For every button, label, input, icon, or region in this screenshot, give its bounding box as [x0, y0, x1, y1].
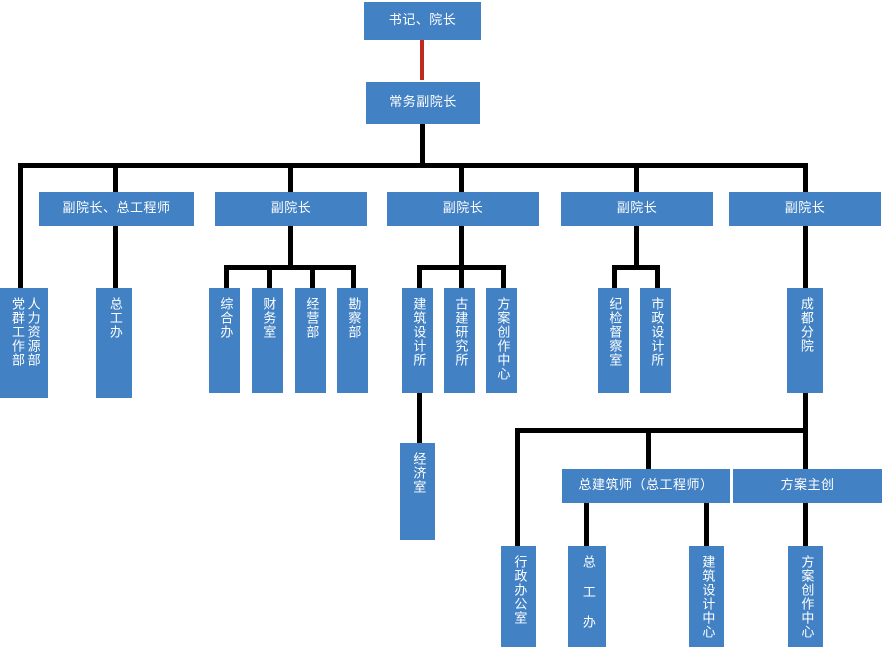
node-vp-chief-engineer[interactable]: 副院长、总工程师: [39, 192, 194, 226]
connector-vp2-to-operations: [310, 265, 315, 290]
connector-chengdu-bus: [515, 428, 808, 433]
node-vp-3-label: 副院长: [442, 201, 484, 217]
node-vp-4[interactable]: 副院长: [561, 192, 713, 226]
connector-chengdu-drop: [803, 390, 808, 431]
node-vp-4-label: 副院长: [616, 201, 658, 217]
node-scheme-creation-center-b[interactable]: 方案创作中心: [788, 546, 823, 647]
connector-deputy-drop: [420, 124, 425, 166]
node-chief-architect-label: 总建筑师（总工程师）: [578, 478, 714, 494]
connector-vp3-to-heritage-institute: [459, 265, 464, 290]
node-survey-department-label: 勘察部: [345, 297, 361, 339]
node-executive-vice-president[interactable]: 常务副院长: [366, 82, 480, 124]
connector-vp4-to-municipal-institute: [655, 265, 660, 290]
connector-vp2-bus: [224, 265, 356, 270]
connector-bus-to-hr: [18, 163, 23, 290]
node-architecture-design-institute-label: 建筑设计所: [410, 297, 426, 367]
node-general-office[interactable]: 综合办: [209, 288, 240, 393]
node-vp-3[interactable]: 副院长: [387, 192, 539, 226]
node-discipline-inspection-office[interactable]: 纪检督察室: [598, 288, 629, 393]
node-operations-department-label: 经营部: [303, 297, 319, 339]
connector-chief-architect-to-arch-center: [704, 503, 709, 546]
connector-chengdu-to-chief-architect: [646, 428, 651, 469]
node-administrative-office[interactable]: 行政办公室: [501, 546, 536, 647]
node-executive-vice-president-label: 常务副院长: [389, 95, 457, 111]
node-scheme-creation-center-b-label: 方案创作中心: [798, 555, 814, 639]
connector-arch-institute-to-economics: [417, 393, 422, 445]
connector-vp2-to-finance: [267, 265, 272, 290]
connector-scheme-lead-to-scheme-center: [803, 503, 808, 546]
node-municipal-design-institute[interactable]: 市政设计所: [640, 288, 671, 393]
node-chairman-label: 书记、院长: [388, 13, 457, 29]
connector-bus-to-vp-chief-engineer: [113, 163, 118, 192]
connector-chief-architect-to-chief-office: [584, 503, 589, 546]
node-heritage-research-institute[interactable]: 古建研究所: [444, 288, 475, 393]
connector-vp4-to-discipline-office: [612, 265, 617, 290]
node-finance-office-label: 财务室: [260, 297, 276, 339]
connector-vp3-to-arch-institute: [417, 265, 422, 290]
connector-vp2-to-survey: [351, 265, 356, 290]
connector-chengdu-to-admin-office: [515, 428, 520, 546]
node-hr-label: 人力资源部: [24, 297, 40, 367]
connector-vp3-drop: [459, 226, 464, 268]
node-chief-engineer-office-chengdu-label: 总 工 办: [579, 555, 595, 629]
connector-vp2-to-general-office: [224, 265, 229, 290]
node-discipline-inspection-office-label: 纪检督察室: [606, 297, 622, 367]
connector-vp4-drop: [634, 226, 639, 268]
connector-vp3-to-design-center: [501, 265, 506, 290]
node-finance-office[interactable]: 财务室: [252, 288, 283, 393]
node-vp-2[interactable]: 副院长: [215, 192, 367, 226]
node-chairman[interactable]: 书记、院长: [364, 2, 481, 40]
node-party-affairs-label: 党群工作部: [9, 297, 24, 367]
node-heritage-research-institute-label: 古建研究所: [452, 297, 468, 367]
connector-bus-to-vp-3: [459, 163, 464, 192]
connector-vp1-to-chief-office: [113, 226, 118, 290]
connector-bus-to-vp-2: [288, 163, 293, 192]
node-chief-engineer-office-label: 总工办: [106, 297, 122, 339]
node-vp-5-label: 副院长: [784, 201, 826, 217]
node-vp-5[interactable]: 副院长: [729, 192, 881, 226]
node-scheme-lead-label: 方案主创: [780, 478, 835, 494]
node-economics-office-label: 经济室: [410, 452, 426, 494]
connector-bus-to-vp-5: [803, 163, 808, 192]
connector-main-bus: [18, 163, 808, 168]
node-architecture-design-center[interactable]: 建筑设计中心: [689, 546, 724, 647]
node-economics-office[interactable]: 经济室: [400, 443, 435, 540]
node-hr-and-party-affairs[interactable]: 党群工作部 人力资源部: [0, 288, 48, 398]
node-operations-department[interactable]: 经营部: [295, 288, 326, 393]
connector-bus-to-vp-4: [634, 163, 639, 192]
connector-chairman-to-deputy: [420, 38, 424, 80]
node-chengdu-branch[interactable]: 成都分院: [787, 288, 823, 393]
connector-vp2-drop: [288, 226, 293, 268]
connector-vp5-to-chengdu-branch: [803, 226, 808, 290]
node-architecture-design-center-label: 建筑设计中心: [699, 555, 715, 639]
node-chief-architect[interactable]: 总建筑师（总工程师）: [562, 469, 730, 503]
node-vp-2-label: 副院长: [270, 201, 312, 217]
connector-chengdu-to-scheme-lead: [803, 428, 808, 469]
node-chengdu-branch-label: 成都分院: [797, 297, 813, 353]
node-survey-department[interactable]: 勘察部: [337, 288, 368, 393]
node-general-office-label: 综合办: [217, 297, 233, 339]
node-chief-engineer-office[interactable]: 总工办: [96, 288, 132, 398]
node-architecture-design-institute[interactable]: 建筑设计所: [402, 288, 433, 393]
node-scheme-creation-center-a[interactable]: 方案创作中心: [486, 288, 517, 393]
connector-vp4-bus: [612, 265, 660, 270]
node-administrative-office-label: 行政办公室: [511, 555, 527, 625]
node-scheme-lead[interactable]: 方案主创: [733, 469, 882, 503]
node-municipal-design-institute-label: 市政设计所: [648, 297, 664, 367]
node-chief-engineer-office-chengdu[interactable]: 总 工 办: [568, 546, 606, 647]
node-scheme-creation-center-a-label: 方案创作中心: [494, 297, 510, 381]
node-vp-chief-engineer-label: 副院长、总工程师: [62, 201, 171, 217]
